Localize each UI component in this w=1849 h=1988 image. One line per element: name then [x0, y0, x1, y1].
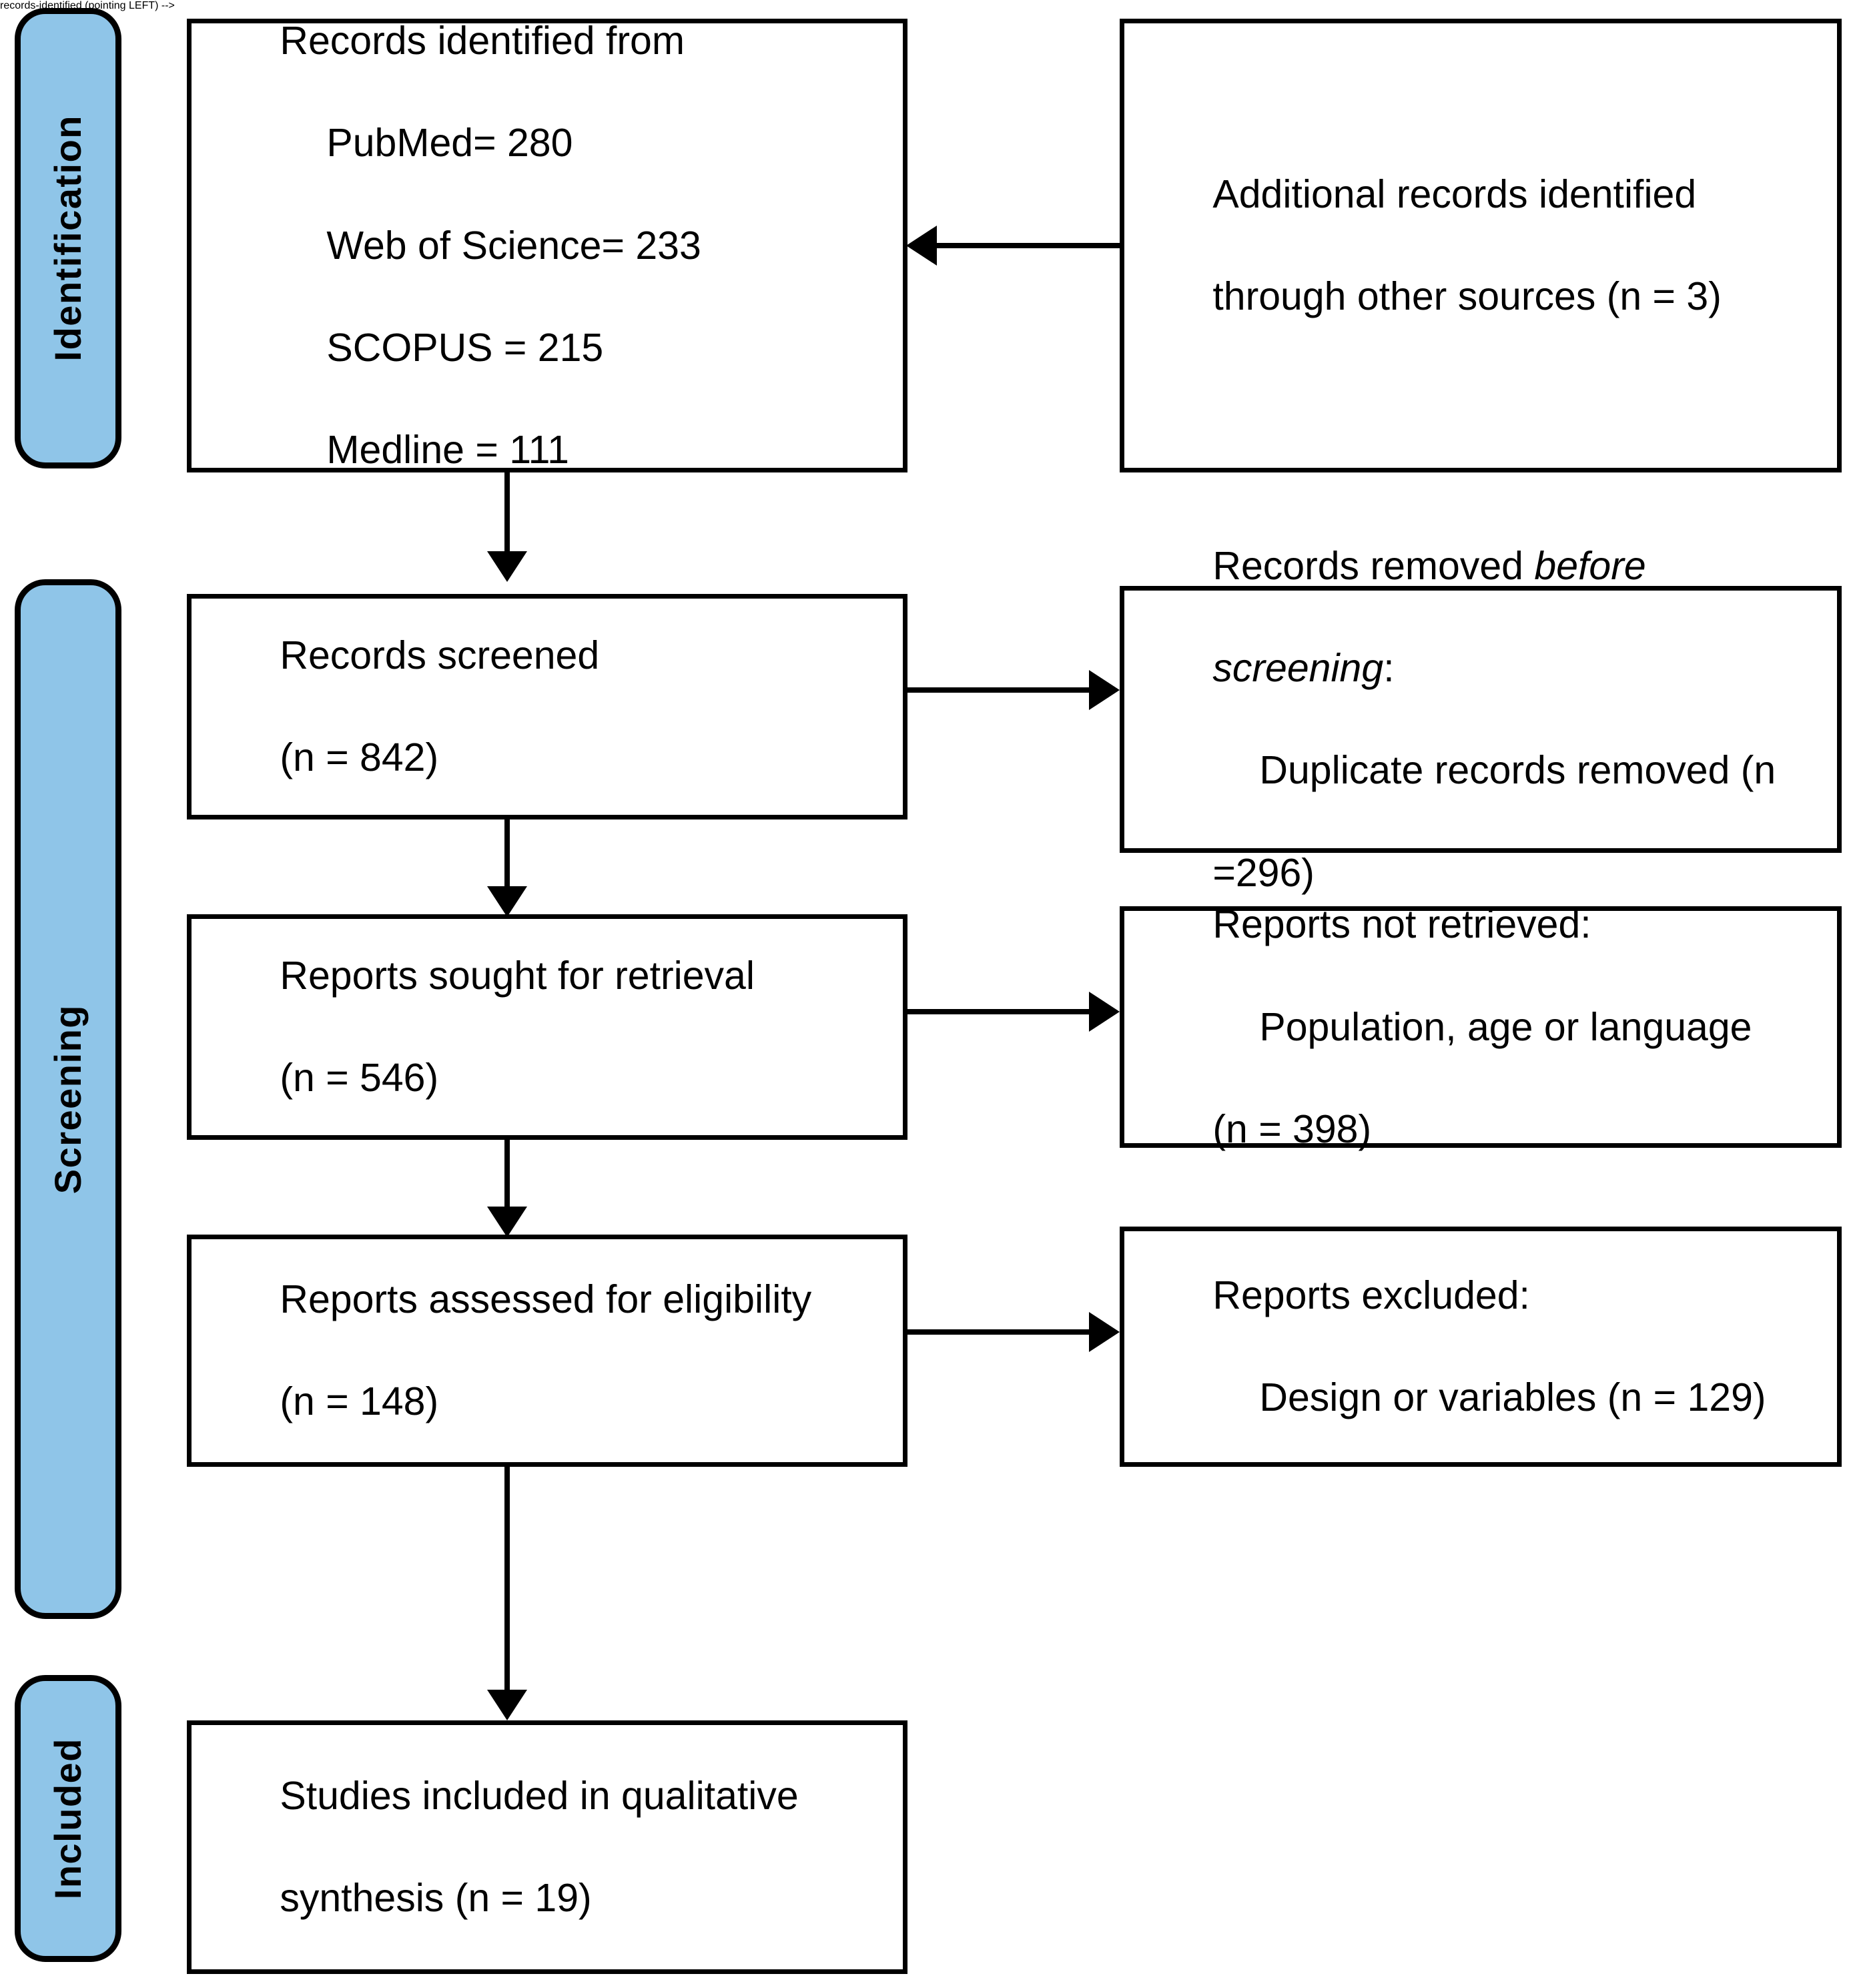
box-records-screened: Records screened (n = 842)	[187, 594, 907, 819]
arrow-head-identified-to-screened	[487, 551, 527, 582]
records-removed-line4: =296)	[1212, 850, 1315, 895]
records-identified-source-scopus: SCOPUS = 215	[326, 326, 604, 370]
arrow-head-additional-to-identified	[906, 226, 937, 266]
box-additional-records-text: Additional records identified through ot…	[1124, 117, 1837, 373]
reports-sought-line2: (n = 546)	[280, 1056, 439, 1100]
reports-assessed-line1: Reports assessed for eligibility	[280, 1277, 812, 1321]
box-reports-sought-text: Reports sought for retrieval (n = 546)	[192, 899, 903, 1154]
arrow-line-identified-to-screened	[504, 472, 510, 551]
studies-included-line2: synthesis (n = 19)	[280, 1876, 592, 1921]
records-removed-line1-prefix: Records removed	[1212, 543, 1535, 588]
box-additional-records: Additional records identified through ot…	[1120, 19, 1842, 472]
additional-records-line2: through other sources (n = 3)	[1212, 274, 1722, 319]
arrow-head-sought-to-assessed	[487, 1207, 527, 1237]
arrow-line-additional-to-identified	[937, 243, 1120, 248]
box-records-removed: Records removed before screening: Duplic…	[1120, 544, 1842, 895]
reports-excluded-line1: Reports excluded:	[1212, 1273, 1530, 1317]
reports-assessed-line2: (n = 148)	[280, 1379, 439, 1424]
reports-sought-line1: Reports sought for retrieval	[280, 953, 755, 998]
phase-bar-identification: Identification	[15, 8, 121, 468]
reports-not-retrieved-line1: Reports not retrieved:	[1212, 902, 1591, 947]
additional-records-line1: Additional records identified	[1212, 172, 1697, 216]
box-records-screened-text: Records screened (n = 842)	[192, 579, 903, 834]
records-removed-line2-suffix: :	[1383, 645, 1395, 690]
arrow-head-sought-to-not-retrieved	[1089, 992, 1120, 1032]
studies-included-line1: Studies included in qualitative	[280, 1773, 799, 1818]
reports-not-retrieved-line2: Population, age or language	[1259, 1004, 1752, 1049]
phase-bar-screening: Screening	[15, 579, 121, 1619]
records-removed-line1-italic: before	[1534, 543, 1646, 588]
arrow-head-assessed-to-included	[487, 1690, 527, 1720]
records-removed-line2-italic: screening	[1212, 645, 1384, 690]
arrow-head-assessed-to-excluded	[1089, 1312, 1120, 1352]
box-reports-assessed: Reports assessed for eligibility (n = 14…	[187, 1235, 907, 1467]
phase-bar-included: Included	[15, 1675, 121, 1962]
records-identified-line1: Records identified from	[280, 18, 685, 63]
records-identified-source-medline: Medline = 111	[326, 428, 569, 472]
box-reports-not-retrieved: Reports not retrieved: Population, age o…	[1120, 902, 1842, 1151]
arrow-line-assessed-to-excluded	[907, 1329, 1089, 1335]
phase-label-identification: Identification	[47, 115, 89, 362]
box-reports-excluded: Reports excluded: Design or variables (n…	[1120, 1227, 1842, 1467]
box-records-identified-text: Records identified from PubMed= 280 Web …	[192, 0, 903, 527]
arrow-line-sought-to-not-retrieved	[907, 1009, 1089, 1014]
phase-label-included: Included	[47, 1737, 89, 1900]
reports-not-retrieved-line3: (n = 398)	[1212, 1107, 1372, 1152]
box-records-removed-text: Records removed before screening: Duplic…	[1124, 489, 1837, 950]
box-records-identified: Records identified from PubMed= 280 Web …	[187, 19, 907, 472]
reports-excluded-line2: Design or variables (n = 129)	[1259, 1375, 1766, 1420]
arrow-line-assessed-to-included	[504, 1467, 510, 1690]
arrow-head-screened-to-removed	[1089, 670, 1120, 710]
arrow-line-screened-to-sought	[504, 819, 510, 886]
arrow-line-screened-to-removed	[907, 687, 1089, 693]
box-reports-sought: Reports sought for retrieval (n = 546)	[187, 914, 907, 1140]
box-studies-included-text: Studies included in qualitative synthesi…	[192, 1719, 903, 1975]
records-removed-line3: Duplicate records removed (n	[1259, 748, 1776, 793]
box-reports-not-retrieved-text: Reports not retrieved: Population, age o…	[1124, 848, 1837, 1207]
records-screened-line1: Records screened	[280, 633, 600, 677]
phase-label-screening: Screening	[47, 1004, 89, 1195]
arrow-head-screened-to-sought	[487, 886, 527, 917]
box-reports-excluded-text: Reports excluded: Design or variables (n…	[1124, 1219, 1837, 1474]
records-identified-source-wos: Web of Science= 233	[326, 223, 701, 268]
records-identified-source-pubmed: PubMed= 280	[326, 121, 573, 165]
box-reports-assessed-text: Reports assessed for eligibility (n = 14…	[192, 1223, 903, 1478]
records-screened-line2: (n = 842)	[280, 735, 439, 780]
arrow-line-sought-to-assessed	[504, 1140, 510, 1207]
box-studies-included: Studies included in qualitative synthesi…	[187, 1720, 907, 1974]
